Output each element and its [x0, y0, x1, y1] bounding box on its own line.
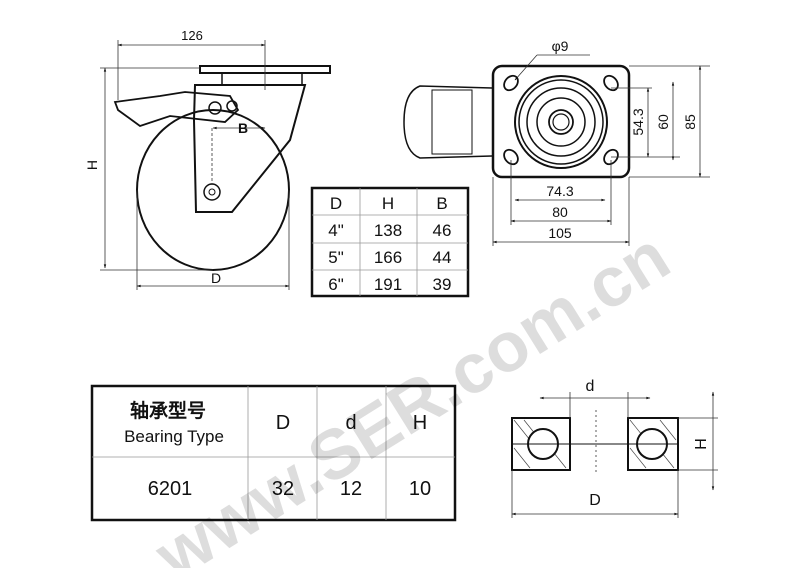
caster-side-view: 126 H B D: [84, 28, 331, 290]
dim-85-label: 85: [682, 114, 698, 130]
bearing-D-value: 32: [272, 478, 294, 500]
table-cell: 6": [328, 275, 344, 294]
top-plate-view: φ9 54.3 60 85 74.3 80 105: [403, 38, 710, 246]
kingpin: [548, 109, 574, 135]
table-cell: 46: [433, 221, 452, 240]
raceway-outer: [514, 75, 608, 169]
size-table: D H B 4" 138 46 5" 166 44 6" 191 39: [310, 186, 470, 298]
dim-74-3-label: 74.3: [546, 183, 573, 199]
col-header-H: H: [413, 412, 427, 434]
width-dim-label: 126: [181, 28, 203, 43]
table-header: H: [382, 194, 394, 213]
bearing-H-value: 10: [409, 478, 431, 500]
dim-60-label: 60: [655, 114, 671, 130]
hatch: [629, 447, 647, 469]
height-label: H: [693, 438, 710, 450]
table-cell: 138: [374, 221, 402, 240]
inner-dia-label: d: [586, 378, 595, 395]
wheel: [136, 109, 290, 271]
kingpin-ring: [536, 97, 586, 147]
bearing-type-value: 6201: [148, 478, 193, 500]
table-cell: 166: [374, 248, 402, 267]
dim-54-3-label: 54.3: [630, 108, 646, 135]
brake-pivot-2: [226, 100, 238, 112]
brake-body: [431, 89, 473, 155]
brake-pivot: [208, 101, 222, 115]
outer-dia-label: D: [589, 492, 601, 509]
table-cell: 4": [328, 221, 344, 240]
swivel-head: [221, 72, 303, 86]
table-header: B: [436, 194, 447, 213]
bearing-section-view: d H D: [511, 378, 718, 518]
diameter-dim-label: D: [211, 270, 221, 286]
bearing-type-header-cn: 轴承型号: [130, 399, 206, 422]
mount-hole: [603, 74, 619, 92]
mount-hole: [503, 74, 519, 92]
dim-80-label: 80: [552, 204, 568, 220]
table-header: D: [330, 194, 342, 213]
table-cell: 191: [374, 275, 402, 294]
axle: [203, 183, 221, 201]
table-cell: 39: [433, 275, 452, 294]
hatch: [659, 419, 677, 441]
bearing-d-value: 12: [340, 478, 362, 500]
brake-pedal-top: [403, 85, 493, 159]
table-cell: 44: [433, 248, 452, 267]
kingpin-inner: [552, 113, 570, 131]
hatch: [513, 447, 531, 469]
hatch: [513, 419, 531, 441]
bearing-type-header-en: Bearing Type: [124, 427, 224, 446]
col-header-D: D: [276, 412, 290, 434]
leader-line: [514, 54, 538, 81]
fork: [192, 84, 307, 213]
axle-center: [208, 188, 216, 196]
brake-lever: [113, 91, 240, 128]
raceway: [518, 79, 604, 165]
col-header-d: d: [345, 412, 356, 434]
bearing-table: 轴承型号 Bearing Type D d H 6201 32 12 10: [90, 384, 457, 522]
hole-dia-label: φ9: [552, 38, 569, 54]
table-cell: 5": [328, 248, 344, 267]
table-border: [90, 384, 457, 522]
raceway-inner: [526, 87, 596, 157]
offset-dim-label: B: [238, 120, 248, 136]
dim-105-label: 105: [548, 225, 572, 241]
mount-hole: [603, 148, 619, 166]
table-border: [310, 186, 470, 298]
mounting-plate: [491, 64, 631, 179]
height-dim-label: H: [84, 160, 100, 170]
mount-hole: [503, 148, 519, 166]
